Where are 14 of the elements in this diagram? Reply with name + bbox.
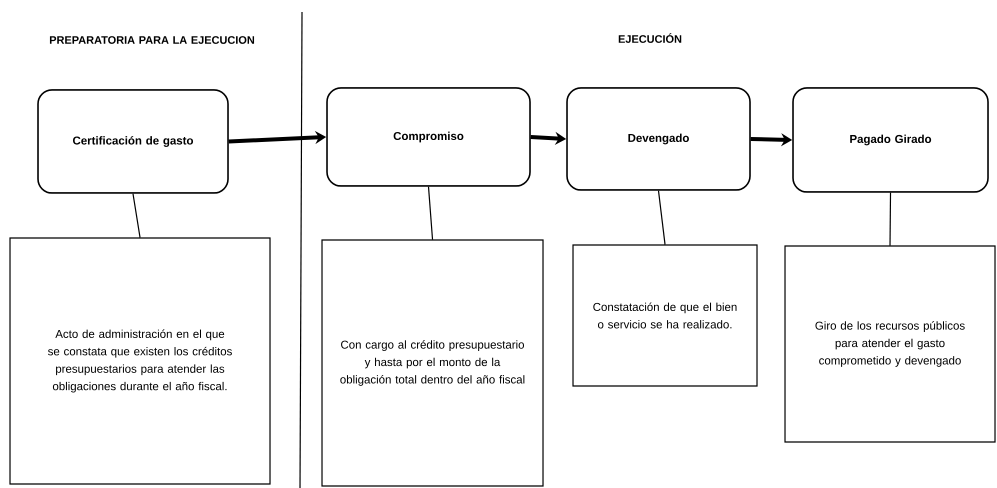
step-box: Devengado (566, 87, 751, 191)
column-heading: PREPARATORIA PARA LA EJECUCION (50, 36, 254, 44)
connector-line (889, 192, 892, 246)
description-box: Giro de los recursos públicos para atender el gasto comprometido y devengado (784, 245, 996, 443)
connector-line (132, 194, 141, 238)
step-box: Certificación de gasto (37, 89, 229, 194)
description-box: Con cargo al crédito presupuestario y hasta por el monto de la obligación total dentro del año fiscal (321, 239, 544, 487)
description-box: Acto de administración en el que se constata que existen los créditos presupuestarios para atender las obligaciones durante el año fiscal. (9, 237, 271, 485)
description-box: Constatación de que el bien o servicio se ha realizado. (572, 244, 758, 387)
connector-line (658, 190, 666, 244)
step-box: Compromiso (326, 87, 531, 187)
column-heading: EJECUCIÓN (618, 33, 682, 43)
connector-line (428, 186, 434, 240)
step-box: Pagado Girado (792, 87, 989, 193)
